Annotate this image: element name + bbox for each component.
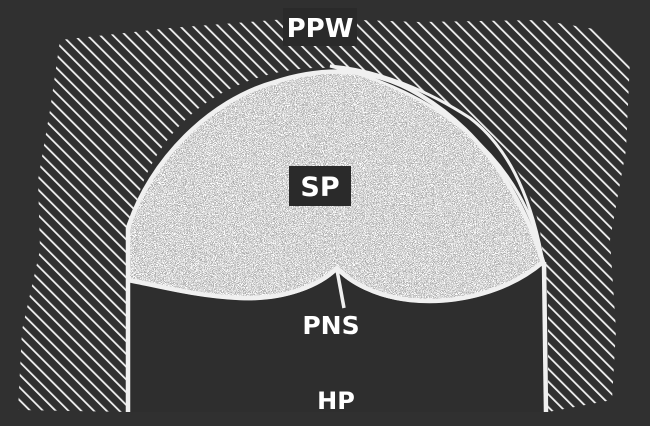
hard-palate-right-edge xyxy=(544,262,546,412)
pns-label: PNS xyxy=(302,311,359,340)
sp-label: SP xyxy=(300,172,339,203)
hp-label: HP xyxy=(317,387,355,415)
ppw-label: PPW xyxy=(287,14,354,44)
